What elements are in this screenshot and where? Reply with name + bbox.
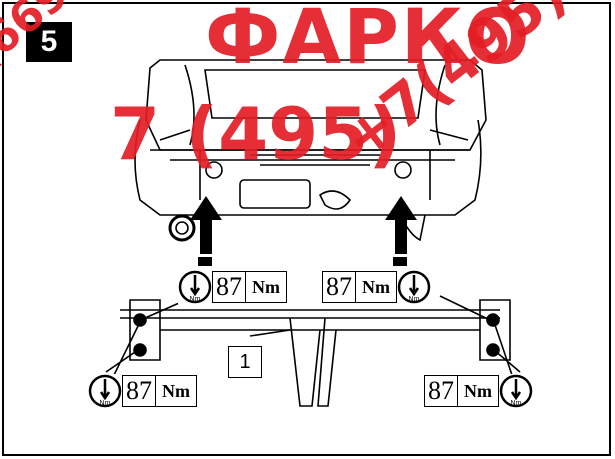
svg-text:Nm: Nm <box>409 296 420 303</box>
torque-value: 87 <box>322 271 356 303</box>
torque-label-top-left: Nm 87 Nm <box>178 270 287 304</box>
torque-wrench-icon: Nm <box>397 270 431 304</box>
torque-value: 87 <box>212 271 246 303</box>
step-number-badge: 5 <box>26 22 72 62</box>
arrow-left-up <box>190 196 222 266</box>
torque-label-bottom-left: Nm 87 Nm <box>88 374 197 408</box>
arrow-right-up <box>385 196 417 266</box>
torque-unit: Nm <box>156 375 197 407</box>
car-rear-drawing <box>134 59 487 242</box>
sheet-border <box>2 2 611 456</box>
part-callout-1: 1 <box>228 346 262 378</box>
torque-value: 87 <box>122 375 156 407</box>
torque-unit: Nm <box>458 375 499 407</box>
torque-label-bottom-right: 87 Nm Nm <box>424 374 533 408</box>
svg-text:Nm: Nm <box>100 400 111 407</box>
towbar-crossbar <box>105 295 521 407</box>
svg-text:Nm: Nm <box>190 296 201 303</box>
torque-value: 87 <box>424 375 458 407</box>
torque-wrench-icon: Nm <box>499 374 533 408</box>
torque-unit: Nm <box>356 271 397 303</box>
torque-wrench-icon: Nm <box>88 374 122 408</box>
torque-label-top-right: 87 Nm Nm <box>322 270 431 304</box>
torque-wrench-icon: Nm <box>178 270 212 304</box>
svg-text:Nm: Nm <box>511 400 522 407</box>
torque-unit: Nm <box>246 271 287 303</box>
